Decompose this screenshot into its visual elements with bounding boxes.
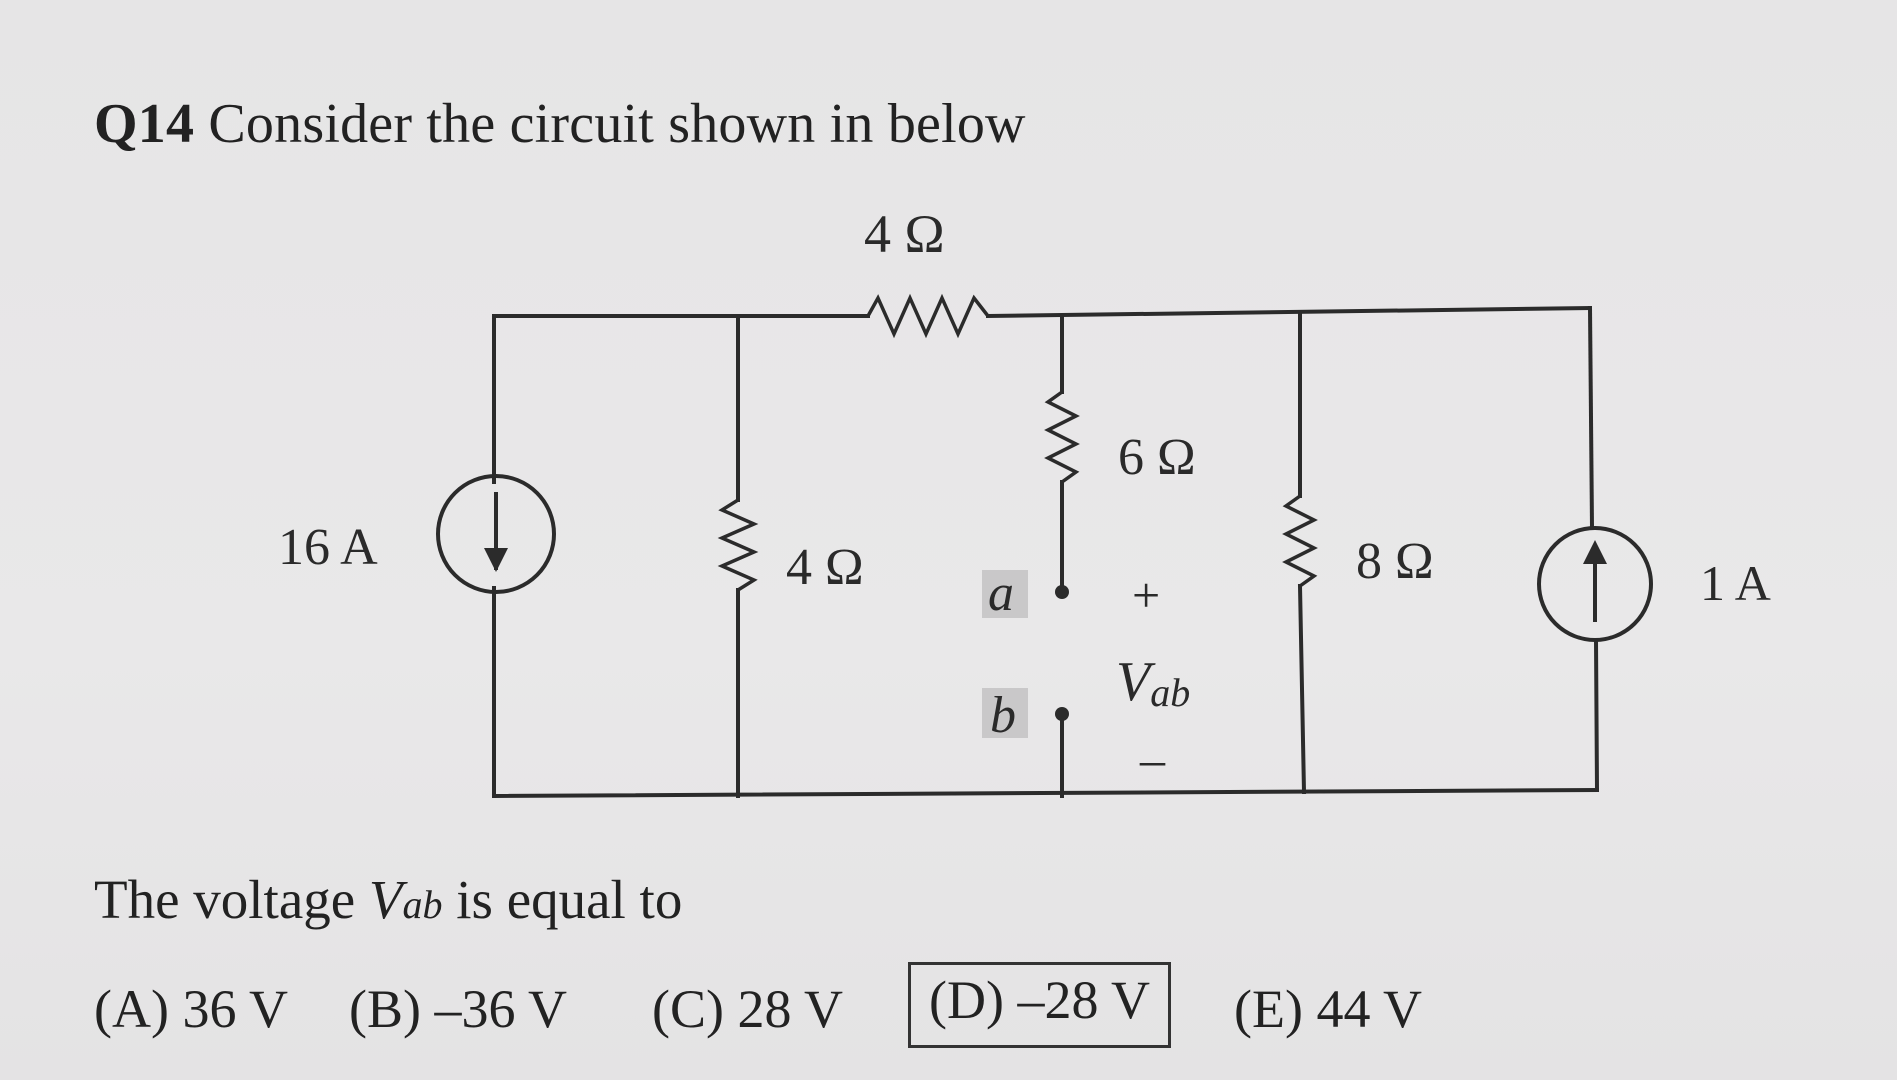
node-b-label-bg (982, 688, 1028, 738)
answer-a[interactable]: (A) 36 V (94, 979, 288, 1039)
top-resistor-label: 4 Ω (864, 204, 945, 264)
up-arrow-head-icon (1583, 540, 1607, 564)
voltage-prompt: The voltage Vab is equal to (94, 868, 682, 931)
branch2-resistor-symbol (717, 498, 759, 592)
prompt-v-symbol: V (368, 869, 403, 930)
answer-b[interactable]: (B) –36 V (349, 979, 568, 1039)
left-resistor-label: 4 Ω (786, 539, 864, 596)
plus-sign: + (1132, 567, 1160, 623)
prompt-v-subscript: ab (402, 882, 443, 927)
question-title: Q14 Consider the circuit shown in below (94, 92, 1026, 156)
node-b-label: b (990, 687, 1016, 744)
vab-subscript: ab (1150, 670, 1190, 715)
answer-c[interactable]: (C) 28 V (652, 979, 844, 1039)
vab-v: V (1116, 651, 1156, 713)
right-branch-wire-top (1587, 305, 1595, 531)
node-a-dot (1055, 585, 1069, 599)
node-a-label-bg (982, 570, 1028, 618)
branch4-wire-bottom (1297, 583, 1307, 795)
node-a-label: a (988, 565, 1014, 622)
down-arrow-head-icon (484, 548, 508, 572)
top-resistor-symbol (866, 293, 990, 339)
branch3-resistor-symbol (1044, 390, 1080, 484)
right-branch-wire-bottom (1593, 637, 1600, 793)
minus-sign: – (1139, 731, 1166, 787)
right-source-label: 1 A (1700, 555, 1771, 611)
bottom-wire (491, 787, 1600, 799)
middle-resistor-label: 6 Ω (1118, 429, 1196, 486)
question-text: Consider the circuit shown in below (208, 93, 1026, 155)
branch4-resistor-symbol (1282, 494, 1318, 588)
question-number: Q14 (94, 93, 195, 155)
prompt-suffix: is equal to (442, 869, 683, 930)
answer-d-selected[interactable]: (D) –28 V (908, 962, 1171, 1048)
answer-e[interactable]: (E) 44 V (1234, 979, 1422, 1039)
vab-symbol: Vab (1116, 651, 1190, 715)
top-wire-right (985, 305, 1593, 319)
right-resistor-label: 8 Ω (1356, 533, 1434, 590)
left-source-label: 16 A (278, 519, 378, 576)
prompt-prefix: The voltage (94, 869, 369, 930)
